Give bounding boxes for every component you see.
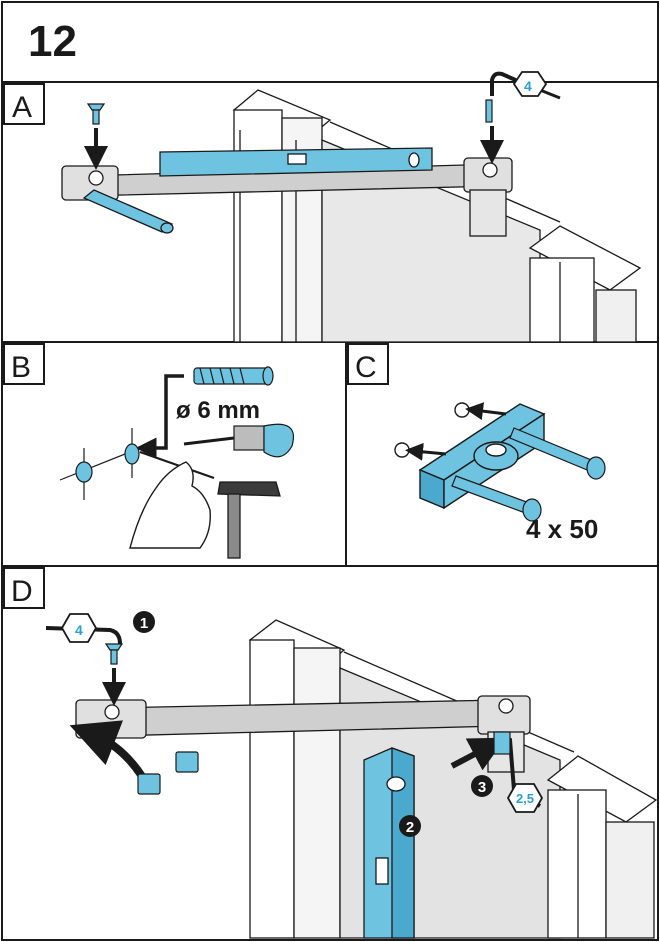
panel-b: B ø 6 mm (2, 342, 658, 567)
drill-size-label: ø 6 mm (176, 397, 260, 424)
cover-cap-icon (137, 751, 199, 795)
hex-size-d-right: 2,5 (516, 791, 534, 806)
step-number: 12 (28, 17, 77, 66)
step-badge-2-label: 2 (406, 819, 414, 836)
step-badge-2 (399, 815, 421, 837)
step-badge-1 (133, 611, 155, 633)
hex-key-icon: 4 (490, 71, 561, 100)
panel-d: D (3, 567, 658, 939)
hex-size-a: 4 (524, 78, 532, 94)
panel-b-label-box (3, 343, 45, 385)
screw-icon (485, 99, 493, 123)
hex-key-icon: 2,5 (493, 731, 544, 813)
panel-c-label: C (355, 351, 377, 384)
door-frame-d (248, 619, 658, 939)
screw-size-label: 4 x 50 (526, 514, 598, 544)
connecting-rod-a (82, 189, 174, 234)
screw-icon (451, 427, 606, 522)
screw-icon (86, 103, 106, 125)
step-badge-3 (471, 775, 493, 797)
hammer-icon (217, 481, 281, 559)
panel-a: A (2, 71, 658, 343)
arrow-icon (450, 737, 506, 771)
spirit-level-icon (363, 747, 415, 939)
panel-b-label: B (11, 351, 31, 384)
drill-bit-icon (183, 423, 294, 458)
arrow-icon (405, 442, 447, 461)
hex-key-icon: 4 (45, 613, 122, 645)
stabiliser-bar-d (75, 695, 531, 773)
wall-holes (59, 428, 141, 500)
panel-d-label-box (3, 567, 45, 609)
panel-d-label: D (11, 575, 33, 608)
door-frame-a (232, 89, 642, 343)
panel-a-label: A (12, 91, 32, 124)
panel-c-label-box (347, 343, 389, 385)
hand-icon (129, 461, 211, 549)
stabiliser-bar-a (61, 157, 513, 237)
hex-size-d-left: 4 (75, 622, 83, 638)
screw-icon (104, 643, 124, 665)
panel-a-label-box (3, 83, 45, 125)
pin-icon (139, 451, 215, 479)
panel-c: C 4 x 50 (347, 343, 606, 544)
wall-plug-icon (193, 366, 274, 386)
step-badge-3-label: 3 (478, 779, 486, 796)
arrow-icon (465, 402, 507, 421)
arrow-icon (135, 374, 184, 459)
spirit-level-icon (159, 147, 433, 177)
step-badge-1-label: 1 (140, 615, 148, 632)
